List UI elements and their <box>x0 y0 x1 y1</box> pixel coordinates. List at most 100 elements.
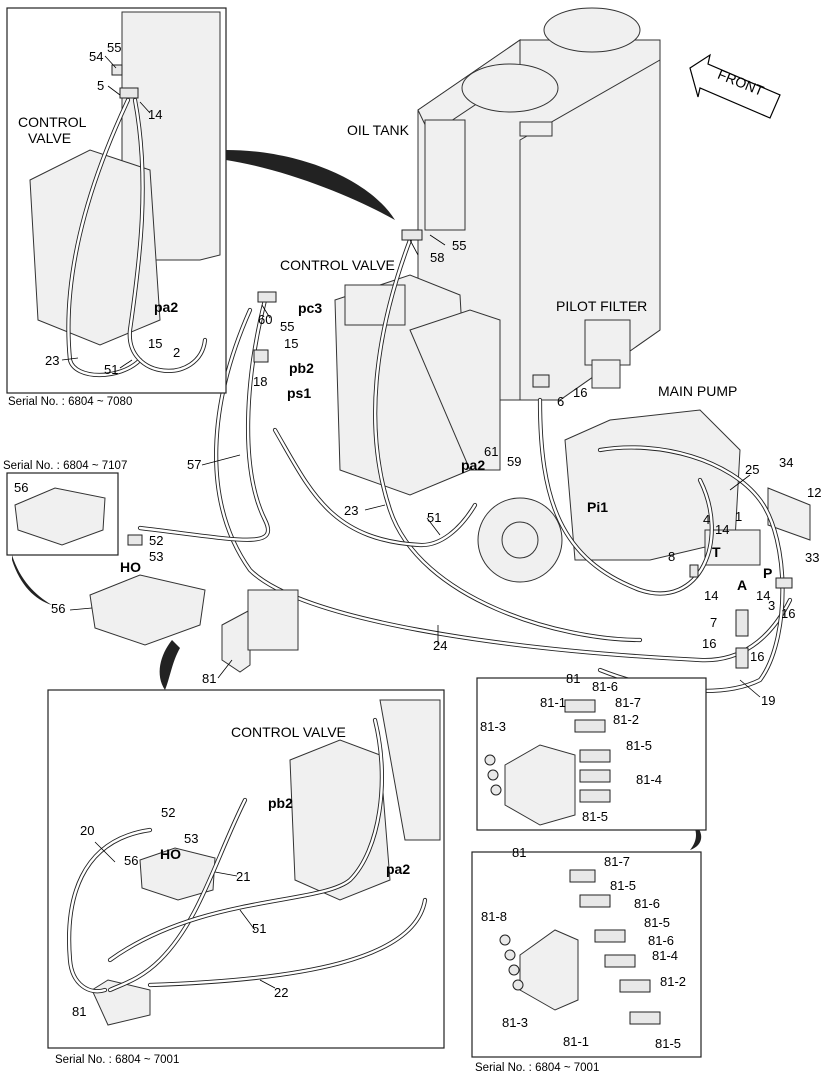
part-number: 55 <box>452 238 466 253</box>
leader-lines <box>61 55 761 989</box>
part-number: 22 <box>274 985 288 1000</box>
port-pc3: pc3 <box>298 300 322 316</box>
labels: CONTROL VALVE OIL TANK CONTROL VALVE PIL… <box>3 40 821 1074</box>
link-arc-inset45 <box>690 820 702 850</box>
part-number: 21 <box>236 869 250 884</box>
part-number: 81-1 <box>540 695 566 710</box>
front-arrow <box>689 53 781 119</box>
oil-tank <box>417 7 661 401</box>
part-number: 52 <box>149 533 163 548</box>
part-number: 81-5 <box>655 1036 681 1051</box>
part-number: 51 <box>252 921 266 936</box>
port-pi1: Pi1 <box>587 499 608 515</box>
part-number: 6 <box>557 394 564 409</box>
part-number: 14 <box>148 107 162 122</box>
port-A: A <box>737 577 747 593</box>
main-control-valve <box>334 274 501 496</box>
part-number: 81 <box>72 1004 86 1019</box>
part-number: 81-6 <box>648 933 674 948</box>
port-pa2-inset3: pa2 <box>386 861 410 877</box>
part-number: 20 <box>80 823 94 838</box>
link-arc-inset1 <box>226 150 395 220</box>
part-number: 16 <box>573 385 587 400</box>
inset-4 <box>476 677 707 831</box>
link-arc-inset2 <box>12 555 52 605</box>
part-number: 7 <box>710 615 717 630</box>
port-pa2-inset1: pa2 <box>154 299 178 315</box>
part-number: 81 <box>512 845 526 860</box>
part-number: 16 <box>702 636 716 651</box>
part-number: 81-3 <box>502 1015 528 1030</box>
title-main-pump: MAIN PUMP <box>658 383 737 399</box>
part-number: 15 <box>284 336 298 351</box>
port-pa2-main: pa2 <box>461 457 485 473</box>
hoses-main <box>137 237 793 693</box>
serial-inset1: Serial No. : 6804 ~ 7080 <box>8 396 132 408</box>
inset-5 <box>471 851 702 1058</box>
part-number: 8 <box>668 549 675 564</box>
part-number: 16 <box>750 649 764 664</box>
serial-inset3: Serial No. : 6804 ~ 7001 <box>55 1054 179 1066</box>
part-number: 14 <box>715 522 729 537</box>
inset-3 <box>47 689 445 1049</box>
part-number: 81 <box>202 671 216 686</box>
part-number: 2 <box>173 345 180 360</box>
part-number: 61 <box>484 444 498 459</box>
port-T: T <box>712 544 721 560</box>
part-number: 81-7 <box>615 695 641 710</box>
port-pb2-inset3: pb2 <box>268 795 293 811</box>
part-number: 59 <box>507 454 521 469</box>
part-number: 16 <box>781 606 795 621</box>
part-number: 5 <box>97 78 104 93</box>
inset-2 <box>6 472 119 556</box>
part-number: 24 <box>433 638 447 653</box>
manifold-81-main <box>221 589 299 673</box>
part-number: 81-4 <box>652 948 678 963</box>
inset-1 <box>6 7 227 394</box>
title-control-valve-inset1-l2: VALVE <box>28 130 71 146</box>
part-number: 81-2 <box>660 974 686 989</box>
part-number: 34 <box>779 455 793 470</box>
title-control-valve-inset3: CONTROL VALVE <box>231 724 346 740</box>
main-pump <box>477 409 811 583</box>
part-number: 56 <box>51 601 65 616</box>
fittings-main <box>253 229 793 669</box>
serial-inset5: Serial No. : 6804 ~ 7001 <box>475 1062 599 1074</box>
part-number: 81-5 <box>582 809 608 824</box>
part-number: 15 <box>148 336 162 351</box>
part-number: 81-1 <box>563 1034 589 1049</box>
part-number: 57 <box>187 457 201 472</box>
part-number: 60 <box>258 312 272 327</box>
port-ho-main: HO <box>120 559 141 575</box>
part-number: 56 <box>14 480 28 495</box>
part-number: 81-6 <box>634 896 660 911</box>
part-number: 14 <box>756 588 770 603</box>
port-pb2-main: pb2 <box>289 360 314 376</box>
part-number: 25 <box>745 462 759 477</box>
part-number: 81 <box>566 671 580 686</box>
part-number: 54 <box>89 49 103 64</box>
part-number: 53 <box>149 549 163 564</box>
part-number: 23 <box>344 503 358 518</box>
part-number: 51 <box>427 510 441 525</box>
port-ho-inset3: HO <box>160 846 181 862</box>
pilot-filter <box>584 319 631 389</box>
part-number: 23 <box>45 353 59 368</box>
part-number: 33 <box>805 550 819 565</box>
part-number: 51 <box>104 362 118 377</box>
part-number: 81-2 <box>613 712 639 727</box>
part-number: 18 <box>253 374 267 389</box>
port-P: P <box>763 565 772 581</box>
part-number: 58 <box>430 250 444 265</box>
part-number: 81-6 <box>592 679 618 694</box>
part-number: 81-5 <box>626 738 652 753</box>
pilot-valve-56-main <box>89 534 206 646</box>
title-pilot-filter: PILOT FILTER <box>556 298 647 314</box>
link-arc-inset3 <box>159 640 180 690</box>
part-number: 81-4 <box>636 772 662 787</box>
part-number: 81-3 <box>480 719 506 734</box>
part-number: 81-5 <box>644 915 670 930</box>
part-number: 55 <box>107 40 121 55</box>
